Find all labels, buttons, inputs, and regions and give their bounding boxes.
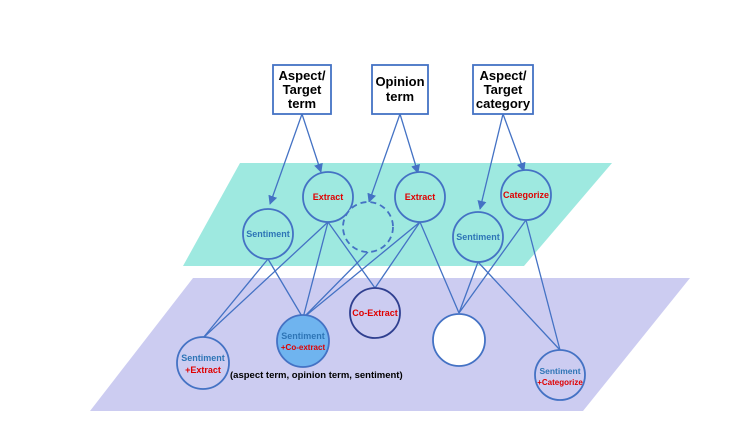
edge-extract-to-coextract xyxy=(327,221,376,289)
node-categorize: Categorize xyxy=(500,169,552,221)
edges xyxy=(202,113,561,351)
edge-sentiment-right-to-sentiment-categorize xyxy=(477,261,561,351)
edge-sentiment-to-sentiment-extract xyxy=(202,258,269,339)
node-coextract-label: Co-Extract xyxy=(352,308,398,318)
node-sentiment-categorize-line1: Sentiment xyxy=(539,366,580,376)
node-sentiment-right-label: Sentiment xyxy=(456,232,500,242)
node-sentiment-coextract-line1: Sentiment xyxy=(281,331,325,341)
node-sentiment-extract-line2: +Extract xyxy=(185,365,221,375)
aspect-category-line3: category xyxy=(476,96,531,111)
node-extract-right-label: Extract xyxy=(405,192,436,202)
opinion-term-line2: term xyxy=(386,89,414,104)
edge-extract-right-to-empty xyxy=(419,221,460,314)
node-extract-left-label: Extract xyxy=(313,192,344,202)
edge-extract-right-to-coextract xyxy=(374,221,421,289)
triplet-caption: (aspect term, opinion term, sentiment) xyxy=(230,370,403,381)
upper-plane xyxy=(183,163,612,266)
edge-opinion-term-to-hidden xyxy=(367,113,401,203)
node-empty xyxy=(432,313,486,367)
edge-category-to-categorize xyxy=(502,113,526,172)
aspect-category-box: Aspect/ Target category xyxy=(472,64,534,115)
node-sentiment-extract: Sentiment +Extract xyxy=(176,336,230,390)
aspect-category-line1: Aspect/ xyxy=(480,68,527,83)
aspect-term-line2: Target xyxy=(283,82,322,97)
node-extract-left: Extract xyxy=(302,171,354,223)
node-categorize-label: Categorize xyxy=(503,190,549,200)
edge-aspect-term-to-sentiment xyxy=(268,113,303,205)
node-sentiment-extract-line1: Sentiment xyxy=(181,353,225,363)
aspect-term-box: Aspect/ Target term xyxy=(272,64,332,115)
opinion-term-line1: Opinion xyxy=(375,74,424,89)
node-sentiment-right: Sentiment xyxy=(452,211,504,263)
edge-extract-to-sentiment-extract xyxy=(202,221,329,339)
node-sentiment-left-label: Sentiment xyxy=(246,229,290,239)
node-hidden xyxy=(342,201,394,253)
edge-opinion-term-to-extract xyxy=(399,113,420,174)
edge-categorize-to-empty xyxy=(458,219,527,314)
edge-extract-to-sentiment-coextract xyxy=(302,221,329,319)
node-sentiment-coextract: Sentiment +Co-extract xyxy=(276,314,330,368)
aspect-term-line1: Aspect/ xyxy=(279,68,326,83)
node-sentiment-categorize: Sentiment +Categorize xyxy=(534,349,586,401)
opinion-term-box: Opinion term xyxy=(371,64,429,115)
node-sentiment-coextract-line2: +Co-extract xyxy=(281,343,326,352)
node-sentiment-left: Sentiment xyxy=(242,208,294,260)
edge-category-to-sentiment xyxy=(477,113,504,210)
edge-categorize-to-sentiment-categorize xyxy=(525,219,561,351)
node-sentiment-categorize-line2: +Categorize xyxy=(537,378,583,387)
aspect-category-line2: Target xyxy=(484,82,523,97)
aspect-term-line3: term xyxy=(288,96,316,111)
node-coextract: Co-Extract xyxy=(349,287,401,339)
edge-aspect-term-to-extract xyxy=(301,113,323,173)
node-extract-right: Extract xyxy=(394,171,446,223)
edge-sentiment-right-to-empty xyxy=(458,261,479,314)
edge-sentiment-to-sentiment-coextract xyxy=(267,258,304,319)
